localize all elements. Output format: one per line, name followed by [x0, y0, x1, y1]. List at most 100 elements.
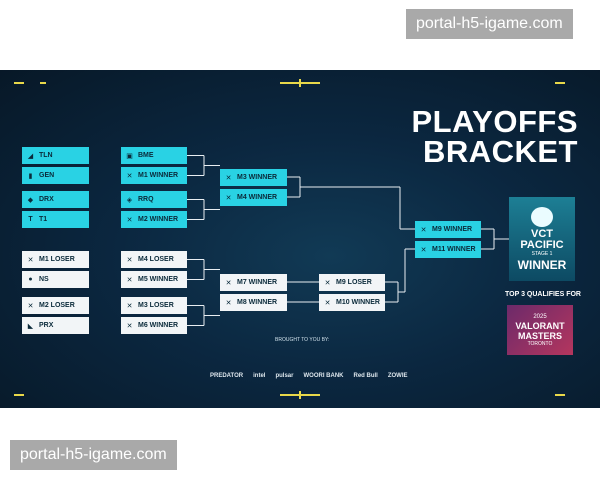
drx-logo-icon: ◆: [27, 196, 34, 204]
bracket-slot: ✕ M8 WINNER: [220, 294, 287, 311]
vct-logo-icon: ✕: [126, 216, 133, 224]
trophy-line-pacific: PACIFIC: [520, 238, 564, 251]
vct-logo-icon: [531, 206, 553, 227]
ns-logo-icon: ●: [28, 276, 33, 283]
qualify-caption: TOP 3 QUALIFIES FOR: [505, 291, 581, 298]
bracket-slot: ✕ M11 WINNER: [415, 241, 481, 258]
watermark-top: portal-h5-igame.com: [406, 9, 573, 39]
tln-logo-icon: ◢: [27, 152, 34, 160]
vct-logo-icon: ✕: [126, 256, 133, 264]
prx-logo-icon: ◣: [27, 322, 34, 330]
vct-logo-icon: ✕: [225, 279, 232, 287]
vct-logo-icon: ✕: [126, 302, 133, 310]
bracket-slot: ◢ TLN: [22, 147, 89, 164]
bracket-slot: ✕ M4 WINNER: [220, 189, 287, 206]
bracket-slot: ● NS: [22, 271, 89, 288]
vct-logo-icon: ✕: [420, 226, 427, 234]
decor-dash: [555, 394, 565, 396]
sponsor-logos: PREDATOR intel pulsar WOORI BANK Red Bul…: [210, 373, 408, 379]
trophy-line-stage: STAGE 1: [531, 250, 553, 257]
slot-label: DRX: [39, 196, 54, 203]
masters-year: 2025: [533, 313, 547, 320]
sponsor-logo: ZOWIE: [387, 373, 408, 379]
bracket-slot: ✕ M1 WINNER: [121, 167, 187, 184]
slot-label: M9 LOSER: [336, 279, 372, 286]
gen-logo-icon: ▮: [28, 172, 33, 180]
sponsor-logo: WOORI BANK: [303, 373, 344, 379]
slot-label: M11 WINNER: [432, 246, 476, 253]
vct-logo-icon: ✕: [126, 276, 133, 284]
vct-logo-icon: ✕: [27, 256, 34, 264]
bracket-slot: ✕ M5 WINNER: [121, 271, 187, 288]
vct-logo-icon: ✕: [27, 302, 34, 310]
bracket-connector-lines: [187, 155, 509, 326]
watermark-bottom: portal-h5-igame.com: [10, 440, 177, 470]
masters-badge: 2025 VALORANT MASTERS TORONTO: [507, 305, 573, 355]
slot-label: M9 WINNER: [432, 226, 473, 233]
vct-logo-icon: ✕: [225, 174, 232, 182]
sponsor-logo: pulsar: [275, 373, 294, 379]
vct-logo-icon: ✕: [324, 279, 331, 287]
page-title: PLAYOFFS BRACKET: [411, 104, 578, 169]
slot-label: TLN: [39, 152, 53, 159]
vct-logo-icon: ✕: [324, 299, 331, 307]
trophy-line-vct: VCT: [531, 227, 553, 240]
t1-logo-icon: T: [28, 216, 33, 223]
slot-label: M6 WINNER: [138, 322, 179, 329]
slot-label: M1 WINNER: [138, 172, 179, 179]
slot-label: PRX: [39, 322, 54, 329]
slot-label: M5 WINNER: [138, 276, 179, 283]
sponsor-logo: Red Bull: [353, 373, 378, 379]
bracket-slot: ✕ M9 WINNER: [415, 221, 481, 238]
masters-line-masters: MASTERS: [517, 330, 562, 341]
bracket-slot: ✕ M6 WINNER: [121, 317, 187, 334]
decor-dash: [40, 82, 46, 84]
slot-label: M2 WINNER: [138, 216, 179, 223]
sponsor-logo: intel: [253, 373, 266, 379]
trophy-line-winner: WINNER: [517, 257, 567, 272]
slot-label: M10 WINNER: [336, 299, 380, 306]
vct-logo-icon: ✕: [420, 246, 427, 254]
decor-dash: [14, 394, 24, 396]
slot-label: M4 WINNER: [237, 194, 278, 201]
decor-dash: [14, 82, 24, 84]
slot-label: RRQ: [138, 196, 154, 203]
bracket-slot: ◈ RRQ: [121, 191, 187, 208]
sponsor-caption: BROUGHT TO YOU BY:: [275, 337, 330, 343]
slot-label: M3 WINNER: [237, 174, 278, 181]
vct-logo-icon: ✕: [126, 172, 133, 180]
vct-logo-icon: ✕: [126, 322, 133, 330]
slot-label: GEN: [39, 172, 55, 179]
slot-label: M2 LOSER: [39, 302, 75, 309]
slot-label: M1 LOSER: [39, 256, 75, 263]
bracket-slot: ✕ M10 WINNER: [319, 294, 385, 311]
bracket-slot: ✕ M3 WINNER: [220, 169, 287, 186]
slot-label: BME: [138, 152, 154, 159]
stage-winner-badge: VCT PACIFIC STAGE 1 WINNER: [509, 197, 575, 281]
bracket-slot: ✕ M9 LOSER: [319, 274, 385, 291]
masters-line-city: TORONTO: [527, 340, 553, 347]
slot-label: M3 LOSER: [138, 302, 174, 309]
bracket-slot: ✕ M2 WINNER: [121, 211, 187, 228]
bracket-slot: ✕ M7 WINNER: [220, 274, 287, 291]
sponsor-logo: PREDATOR: [210, 373, 244, 379]
masters-line-valorant: VALORANT: [515, 320, 565, 331]
rrq-logo-icon: ◈: [126, 196, 133, 204]
bracket-slot: ✕ M1 LOSER: [22, 251, 89, 268]
vct-logo-icon: ✕: [225, 194, 232, 202]
bracket-slot: ✕ M3 LOSER: [121, 297, 187, 314]
slot-label: M4 LOSER: [138, 256, 174, 263]
bme-logo-icon: ▣: [126, 152, 133, 160]
slot-label: NS: [39, 276, 49, 283]
vct-logo-icon: ✕: [225, 299, 232, 307]
slot-label: M7 WINNER: [237, 279, 278, 286]
bracket-slot: ▣ BME: [121, 147, 187, 164]
bracket-slot: ✕ M4 LOSER: [121, 251, 187, 268]
bracket-slot: ◣ PRX: [22, 317, 89, 334]
decor-dash: [555, 82, 565, 84]
decor-cross: [299, 391, 301, 399]
slot-label: M8 WINNER: [237, 299, 278, 306]
bracket-slot: ▮ GEN: [22, 167, 89, 184]
